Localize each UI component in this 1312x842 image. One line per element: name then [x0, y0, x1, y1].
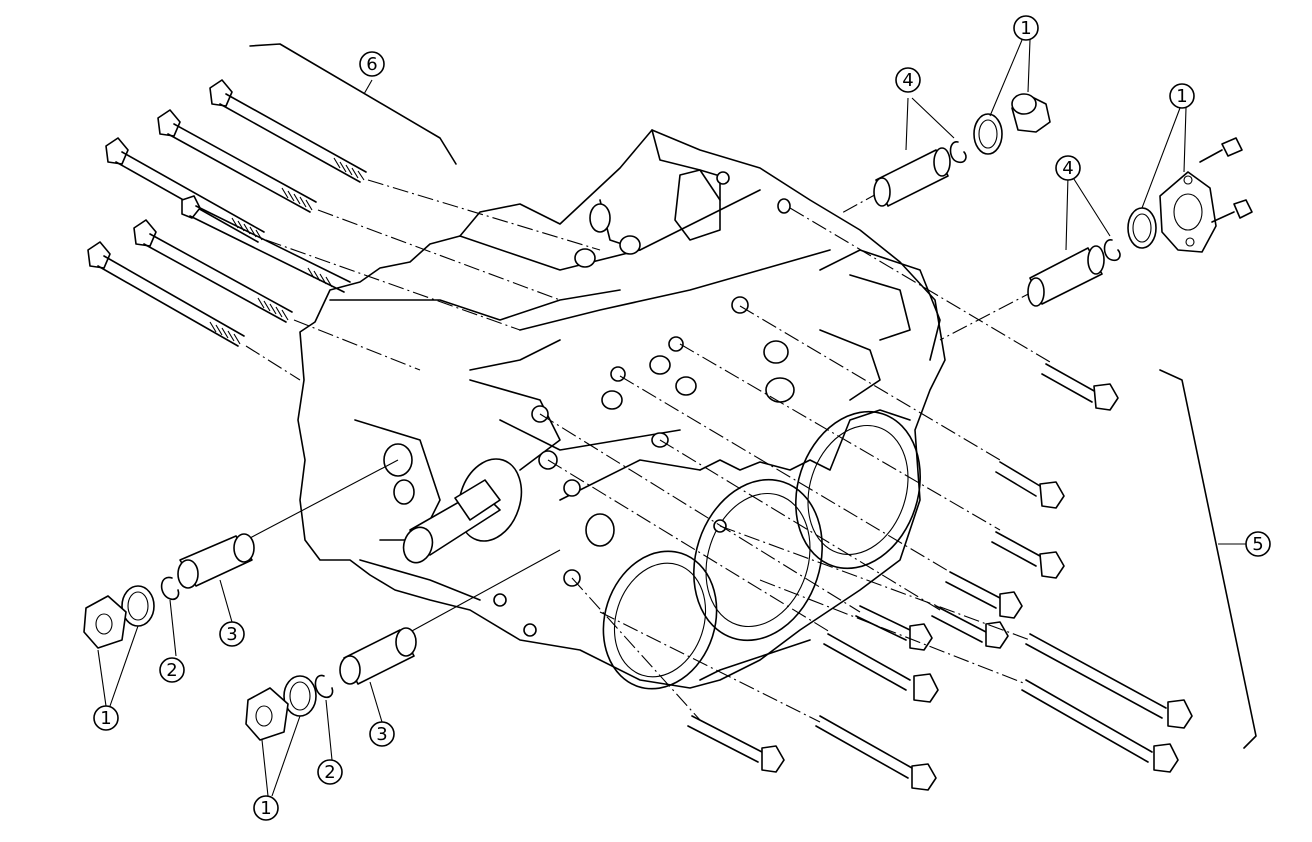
bolt — [547, 459, 939, 703]
cover-plate — [1159, 171, 1217, 253]
callout-1: 1 — [253, 795, 279, 821]
callout-6-text: 6 — [366, 54, 377, 75]
callout-1-text: 1 — [100, 708, 111, 729]
clip-ring — [314, 674, 334, 699]
callout-4: 4 — [1055, 155, 1081, 181]
callout-1: 1 — [1013, 15, 1039, 41]
callout-2: 2 — [159, 657, 185, 683]
bolt — [539, 413, 933, 651]
screw — [1199, 137, 1243, 163]
callout-1-text: 1 — [260, 798, 271, 819]
bolt — [181, 195, 351, 293]
clip-ring — [949, 141, 967, 164]
bolt — [719, 525, 1193, 729]
callout-4-text: 4 — [902, 70, 913, 91]
callout-labels: 1 1 1 1 2 2 3 3 — [93, 15, 1271, 821]
bolt — [759, 579, 1179, 773]
callout-2-text: 2 — [324, 762, 335, 783]
clip-ring — [1103, 239, 1121, 262]
bolt — [789, 207, 1119, 411]
callout-1-text: 1 — [1176, 86, 1187, 107]
bolt — [133, 219, 421, 371]
bolt — [739, 305, 1065, 509]
upper-right-parts — [839, 39, 1253, 341]
crankcase-assembly — [297, 129, 946, 690]
callout-3-text: 3 — [376, 724, 387, 745]
callout-2: 2 — [317, 759, 343, 785]
bolt — [599, 611, 937, 791]
callout-3: 3 — [219, 621, 245, 647]
callout-4-text: 4 — [1062, 158, 1073, 179]
o-ring — [973, 113, 1003, 155]
bolt — [571, 577, 785, 773]
group-6-bracket — [249, 43, 457, 165]
plug — [245, 687, 289, 741]
right-bolt-group — [539, 207, 1257, 773]
lower-bolt-group — [571, 577, 937, 791]
callout-1: 1 — [1169, 83, 1195, 109]
bolt — [209, 79, 601, 251]
callout-3-text: 3 — [226, 624, 237, 645]
bolt — [87, 241, 301, 381]
callout-1: 1 — [93, 705, 119, 731]
callout-5: 5 — [1245, 531, 1271, 557]
bolt — [659, 439, 1009, 649]
upper-left-bolt-group — [87, 43, 601, 381]
callout-6: 6 — [359, 51, 385, 77]
callout-4: 4 — [895, 67, 921, 93]
callout-2-text: 2 — [166, 660, 177, 681]
callout-3: 3 — [369, 721, 395, 747]
callout-5-text: 5 — [1252, 534, 1263, 555]
bolt — [619, 375, 1023, 619]
plug — [83, 595, 127, 649]
group-5-bracket — [1159, 369, 1257, 749]
callout-1-text: 1 — [1020, 18, 1031, 39]
lower-left-parts — [83, 459, 561, 797]
clip-ring — [160, 576, 180, 601]
screw — [1211, 199, 1253, 223]
bolt — [157, 109, 561, 301]
bolt — [679, 343, 1065, 579]
